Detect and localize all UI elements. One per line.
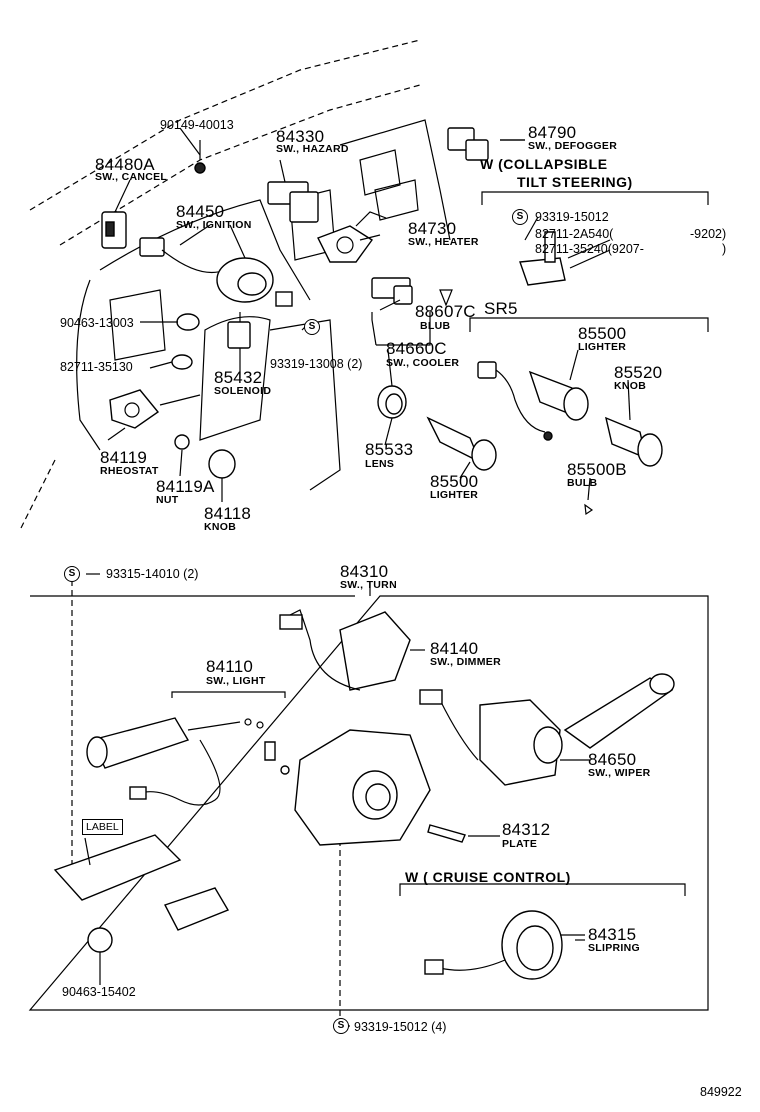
part-name: PLATE xyxy=(502,838,538,850)
part-name: SW., HEATER xyxy=(408,236,479,248)
s-symbol-icon: S xyxy=(512,209,528,225)
part-number: 84790 xyxy=(528,123,577,142)
part-name: SW., DEFOGGER xyxy=(528,140,618,152)
rheostat-art xyxy=(109,389,201,429)
lens-art xyxy=(377,385,407,419)
part-number: 93319-13008 (2) xyxy=(270,357,363,371)
part-number: 93315-14010 (2) xyxy=(106,567,199,581)
light-switch-art xyxy=(86,717,290,806)
wiper-switch-art xyxy=(419,673,675,786)
label-box: LABEL xyxy=(82,819,123,835)
bolt-90149-art xyxy=(194,140,206,174)
s-symbol-icon: S xyxy=(333,1018,349,1034)
part-name: LENS xyxy=(365,458,395,470)
part-name: SW., WIPER xyxy=(588,767,651,779)
part-number: 85500B xyxy=(567,460,627,479)
part-number: 90463-13003 xyxy=(60,316,134,330)
part-name: KNOB xyxy=(204,521,237,533)
part-name: SW., LIGHT xyxy=(206,675,266,687)
part-range: ) xyxy=(722,242,727,256)
part-number: 85520 xyxy=(614,363,663,382)
part-name: BLUB xyxy=(420,320,451,332)
header-sr5: SR5 xyxy=(484,299,518,318)
part-number: 84330 xyxy=(276,127,325,146)
part-number: 84119 xyxy=(100,448,148,467)
part-number: 88607C xyxy=(415,302,476,321)
part-name: NUT xyxy=(156,494,179,506)
part-number: 93319-15012 xyxy=(535,210,609,224)
part-number: 93319-15012 (4) xyxy=(354,1020,447,1034)
part-number: 84310 xyxy=(340,562,389,581)
switch-heater-art xyxy=(317,211,453,307)
part-name: LIGHTER xyxy=(578,341,627,353)
switch-defogger-art xyxy=(447,127,525,161)
nut-knob-art xyxy=(174,434,236,479)
header-cruise: W ( CRUISE CONTROL) xyxy=(405,869,571,885)
dimmer-switch-art xyxy=(279,609,411,691)
part-name: SOLENOID xyxy=(214,385,272,397)
part-name: BULB xyxy=(567,477,598,489)
switch-cancel-art xyxy=(101,211,127,249)
s-symbol-icon: S xyxy=(304,319,320,335)
part-number: 84480A xyxy=(95,155,155,174)
part-number: 84119A xyxy=(156,477,215,496)
part-number: 84730 xyxy=(408,219,457,238)
part-number: 84650 xyxy=(588,750,637,769)
part-number: 85533 xyxy=(365,440,414,459)
part-number: 84660C xyxy=(386,339,447,358)
part-name: SW., CANCEL xyxy=(95,171,168,183)
part-name: KNOB xyxy=(614,380,647,392)
part-number: 82711-35130 xyxy=(60,360,133,374)
part-number: 85500 xyxy=(430,472,479,491)
plate-art xyxy=(427,824,500,843)
bulb-socket-art xyxy=(371,277,413,305)
switch-hazard-art xyxy=(267,181,319,223)
part-name: SW., TURN xyxy=(340,579,397,591)
part-number: 84450 xyxy=(176,202,225,221)
part-name: SW., COOLER xyxy=(386,357,460,369)
part-name: SW., HAZARD xyxy=(276,143,349,155)
diagram-ref-code: 849922 xyxy=(700,1085,742,1099)
part-name: SW., DIMMER xyxy=(430,656,501,668)
switch-ignition-art xyxy=(139,237,293,307)
part-number: 85500 xyxy=(578,324,627,343)
part-name: LIGHTER xyxy=(430,489,479,501)
part-number: 84118 xyxy=(204,504,252,523)
part-range: -9202) xyxy=(690,227,727,241)
clip-90463-art xyxy=(87,927,113,985)
part-number: 90149-40013 xyxy=(160,118,234,132)
part-number: 84140 xyxy=(430,639,479,658)
part-number: 84110 xyxy=(206,657,254,676)
part-number: 82711-2A540( xyxy=(535,227,614,241)
lighter-sr5-art xyxy=(477,361,663,516)
part-number: 85432 xyxy=(214,368,263,387)
slipring-art xyxy=(424,910,585,980)
connector-block-art xyxy=(53,834,230,931)
part-number: 84315 xyxy=(588,925,637,944)
turn-switch-art xyxy=(294,729,431,846)
part-name: RHEOSTAT xyxy=(100,465,159,477)
bracket-tilt-art xyxy=(519,231,566,286)
header-tilt-2: TILT STEERING) xyxy=(517,174,633,190)
part-number: 82711-35240(9207- xyxy=(535,242,644,256)
solenoid-art xyxy=(227,312,251,349)
part-name: SW., IGNITION xyxy=(176,219,252,231)
header-tilt: W (COLLAPSIBLE xyxy=(480,156,608,172)
part-number: 84312 xyxy=(502,820,551,839)
s-symbol-icon: S xyxy=(64,566,80,582)
part-name: SLIPRING xyxy=(588,942,640,954)
part-number: 90463-15402 xyxy=(62,985,136,999)
lighter-main-art xyxy=(426,416,497,471)
